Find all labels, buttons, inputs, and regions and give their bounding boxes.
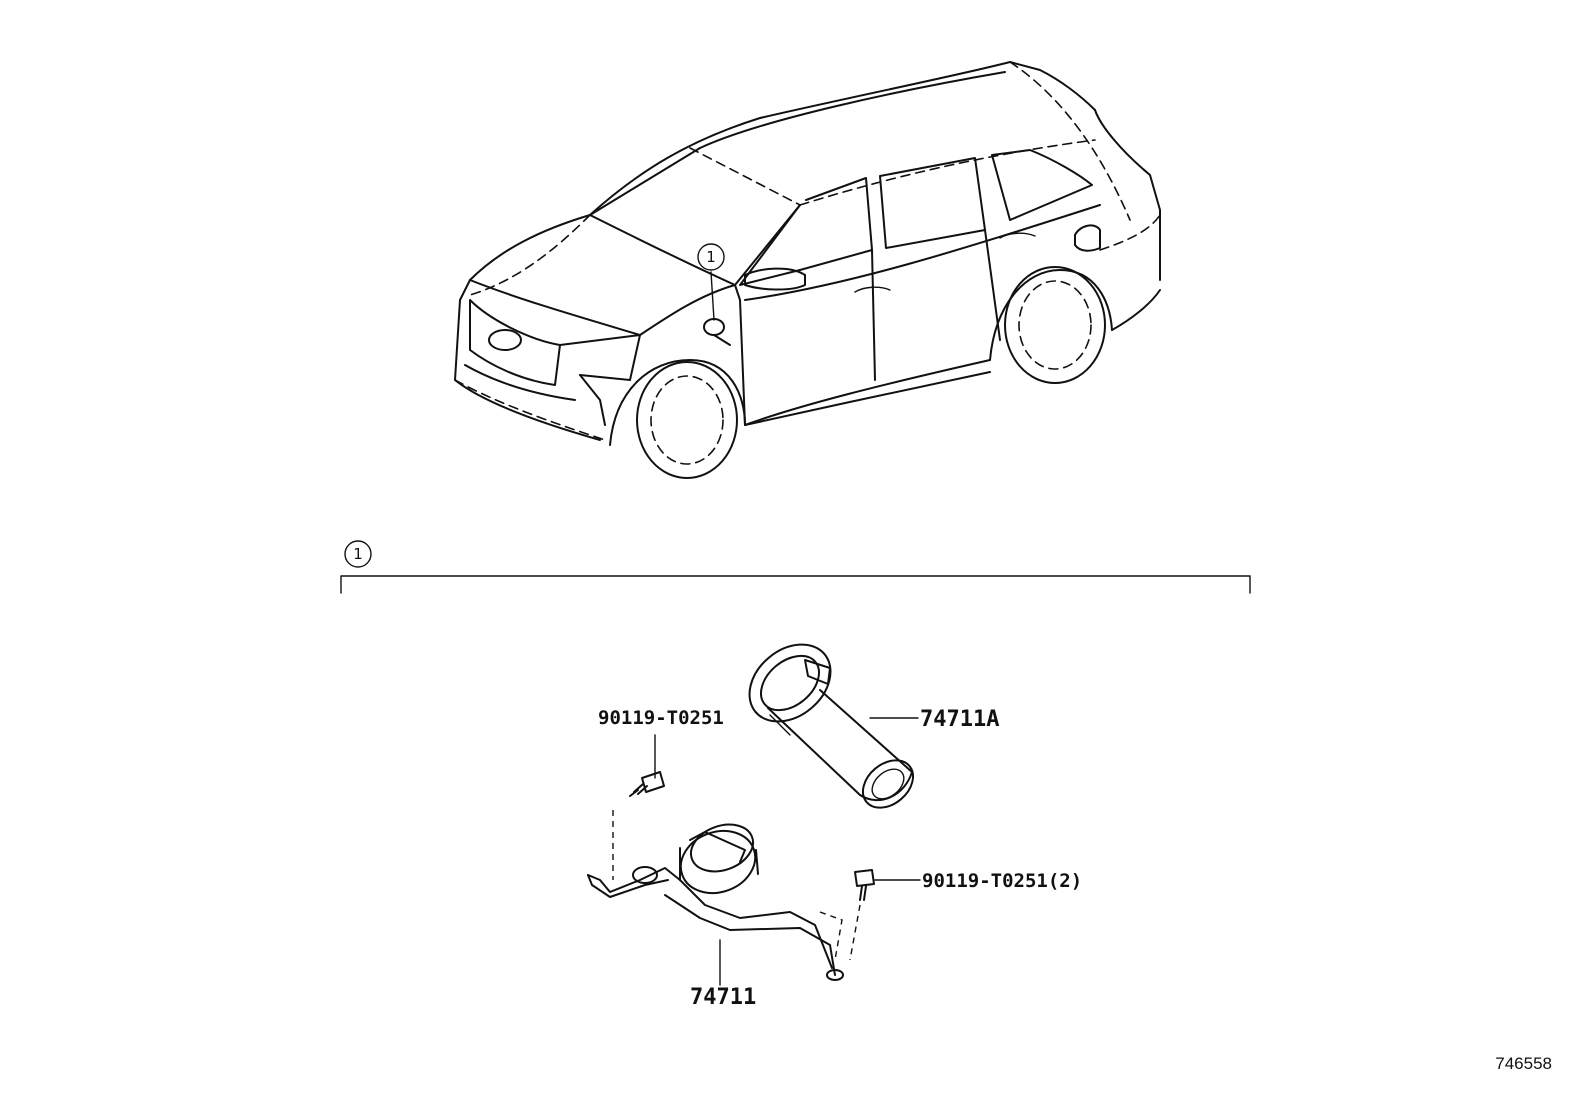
group-bracket-line [340, 575, 1251, 594]
diagram-reference-number: 746558 [1495, 1054, 1552, 1073]
vehicle-callout-circle [697, 243, 725, 271]
group-callout-circle [344, 540, 372, 568]
group-bracket: 1 [340, 540, 1251, 594]
bolt-double-part-number: 90119-T0251(2) [922, 870, 1082, 892]
group-callout-number: 1 [353, 545, 363, 563]
canister-location-marker [703, 318, 725, 336]
vehicle-illustration: 1 [454, 61, 1161, 479]
bolt-part-double: 90119-T0251(2) [819, 869, 1082, 961]
bolt-single-part-number: 90119-T0251 [598, 707, 724, 729]
bolt-part-single: 90119-T0251 [598, 707, 724, 880]
bracket-part: 74711 [587, 823, 844, 1010]
canister-part-number: 74711A [920, 707, 999, 732]
vehicle-callout-number: 1 [706, 248, 716, 266]
bracket-part-number: 74711 [690, 985, 756, 1010]
canister-part: 74711A [748, 643, 999, 809]
